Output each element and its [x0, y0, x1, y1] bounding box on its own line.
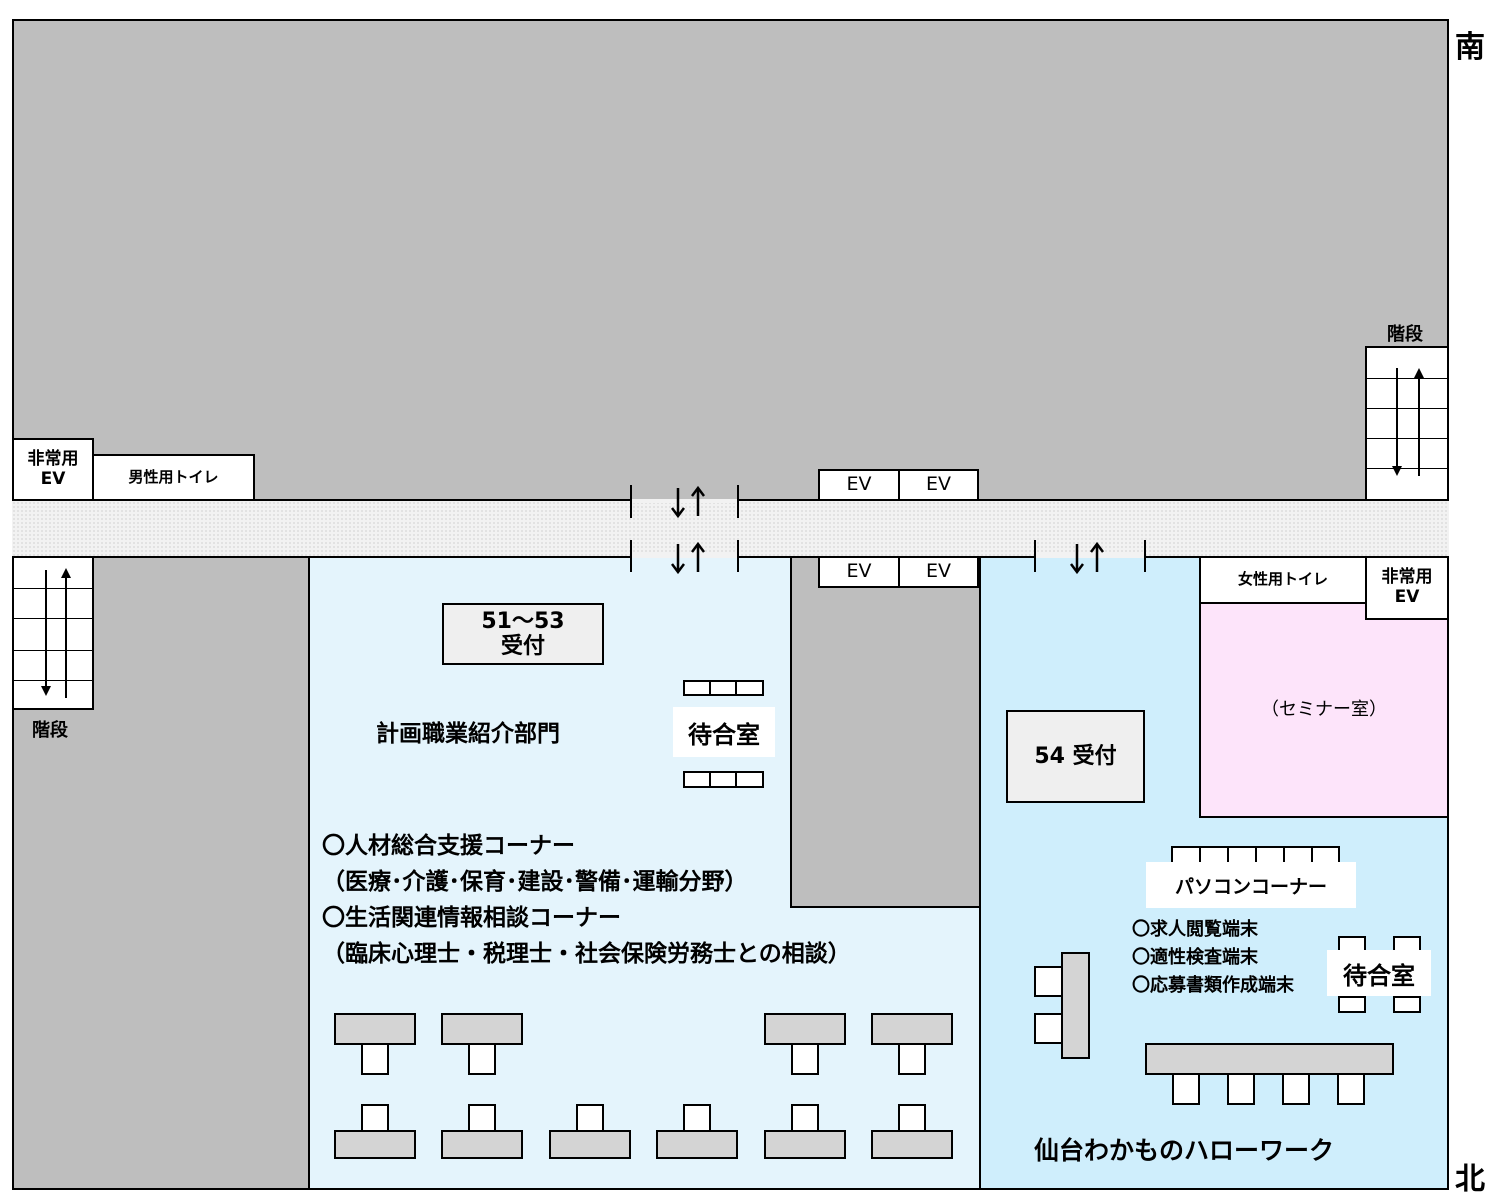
- youth-reception-label: 54 受付: [1034, 743, 1117, 769]
- chair: [898, 1043, 926, 1075]
- seat: [709, 680, 737, 696]
- desk: [764, 1013, 846, 1045]
- stairs-icon: [41, 568, 71, 698]
- emergency-ev-left: 非常用 EV: [12, 438, 94, 501]
- chair: [1172, 1073, 1200, 1105]
- planning-section-title: 計画職業紹介部門: [376, 721, 560, 747]
- corner-line-4: （臨床心理士・税理士・社会保険労務士との相談）: [322, 941, 851, 967]
- seat: [1393, 996, 1421, 1013]
- emergency-ev-left-line2: EV: [40, 468, 66, 489]
- desk: [334, 1013, 416, 1045]
- emergency-ev-right-line2: EV: [1394, 587, 1420, 607]
- ev-bottom-1-label: EV: [846, 560, 872, 583]
- desk: [441, 1013, 523, 1045]
- desk: [656, 1130, 738, 1159]
- chair: [791, 1043, 819, 1075]
- seat: [1338, 996, 1366, 1013]
- stairs-right-label: 階段: [1387, 324, 1423, 345]
- chair: [361, 1043, 389, 1075]
- seminar-room: （セミナー室）: [1199, 602, 1449, 818]
- mens-toilet: 男性用トイレ: [92, 454, 255, 501]
- seminar-room-label: （セミナー室）: [1261, 698, 1387, 720]
- ev-bottom-2-label: EV: [925, 560, 951, 583]
- seat: [735, 771, 764, 788]
- emergency-ev-right: 非常用 EV: [1365, 556, 1449, 620]
- mens-toilet-label: 男性用トイレ: [128, 467, 219, 486]
- ev-top-1-label: EV: [846, 473, 872, 496]
- terminal-3: 〇応募書類作成端末: [1132, 975, 1294, 996]
- chair: [576, 1104, 604, 1132]
- planning-reception: 51～53 受付: [442, 603, 604, 665]
- terminal-2: 〇適性検査端末: [1132, 947, 1258, 968]
- chair: [1337, 1073, 1365, 1105]
- emergency-ev-right-line1: 非常用: [1381, 567, 1433, 588]
- ev-bottom-2: EV: [898, 556, 979, 588]
- ev-top-2-label: EV: [925, 473, 951, 496]
- seat: [709, 771, 737, 788]
- stairs-right: [1365, 346, 1449, 501]
- youth-section-title: 仙台わかものハローワーク: [1034, 1136, 1335, 1165]
- chair: [898, 1104, 926, 1132]
- desk: [441, 1130, 523, 1159]
- desk: [871, 1130, 953, 1159]
- womens-toilet: 女性用トイレ: [1199, 556, 1367, 604]
- youth-waiting-room: 待合室: [1327, 950, 1431, 996]
- desk: [764, 1130, 846, 1159]
- seat: [683, 771, 711, 788]
- planning-reception-line1: 51～53: [481, 608, 565, 634]
- seat: [735, 680, 764, 696]
- chair: [1034, 966, 1063, 997]
- chair: [791, 1104, 819, 1132]
- corner-line-3: 〇生活関連情報相談コーナー: [322, 905, 621, 931]
- desk: [871, 1013, 953, 1045]
- corner-line-1: 〇人材総合支援コーナー: [322, 833, 575, 859]
- unused-area-top: [12, 19, 1449, 501]
- chair: [468, 1104, 496, 1132]
- planning-reception-line2: 受付: [500, 634, 545, 659]
- desk: [1061, 952, 1090, 1059]
- chair: [468, 1043, 496, 1075]
- corridor: [12, 499, 1449, 558]
- stairs-left: [12, 556, 94, 710]
- chair: [1282, 1073, 1310, 1105]
- desk: [334, 1130, 416, 1159]
- stairs-icon: [1392, 368, 1424, 476]
- ev-top-1: EV: [818, 469, 900, 501]
- youth-reception: 54 受付: [1006, 710, 1145, 803]
- emergency-ev-left-line1: 非常用: [27, 448, 79, 469]
- womens-toilet-label: 女性用トイレ: [1237, 570, 1328, 589]
- planning-waiting-room: 待合室: [673, 707, 775, 757]
- ev-bottom-1: EV: [818, 556, 900, 588]
- corner-line-2: （医療･介護･保育･建設･警備･運輸分野）: [322, 869, 748, 895]
- ev-top-2: EV: [898, 469, 979, 501]
- stairs-left-label: 階段: [32, 720, 68, 741]
- desk: [549, 1130, 631, 1159]
- terminal-1: 〇求人閲覧端末: [1132, 919, 1258, 940]
- chair: [361, 1104, 389, 1132]
- desk: [1145, 1043, 1394, 1075]
- chair: [1034, 1013, 1063, 1044]
- seat: [683, 680, 711, 696]
- chair: [1227, 1073, 1255, 1105]
- chair: [683, 1104, 711, 1132]
- pc-corner-label: パソコンコーナー: [1146, 862, 1356, 908]
- unused-area-middle: [790, 556, 981, 908]
- direction-north: 北: [1455, 1162, 1485, 1197]
- direction-south: 南: [1455, 30, 1485, 65]
